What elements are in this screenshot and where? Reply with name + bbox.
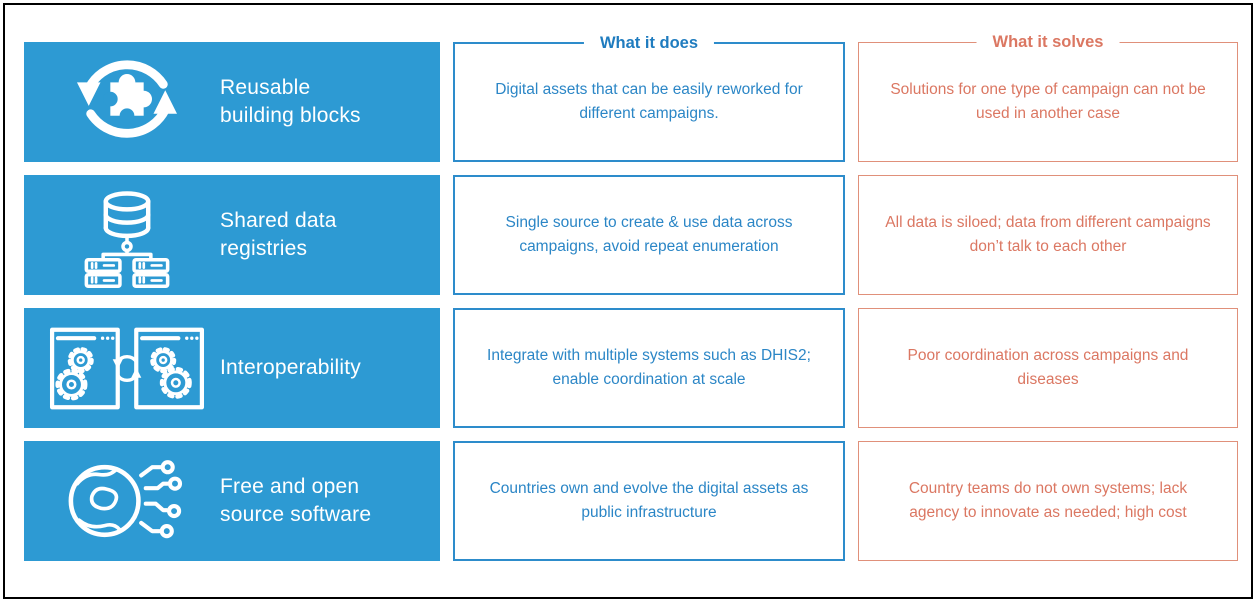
reuse-puzzle-icon [24, 51, 220, 153]
feature-label: Free and open source software [220, 473, 371, 528]
feature-label-line2: source software [220, 503, 372, 526]
solves-text: Solutions for one type of campaign can n… [890, 80, 1206, 122]
interoperability-icon [24, 318, 220, 419]
solves-card-row2: All data is siloed; data from different … [858, 175, 1238, 295]
does-text: Digital assets that can be easily rework… [495, 80, 803, 122]
does-card-row3: Integrate with multiple systems such as … [453, 308, 845, 428]
does-text: Integrate with multiple systems such as … [487, 346, 811, 388]
does-text: Single source to create & use data acros… [505, 213, 793, 255]
shared-data-registries-icon [24, 182, 220, 288]
feature-card-free-open-source: Free and open source software [24, 441, 440, 561]
feature-label-line1: Interoperability [220, 356, 361, 380]
solves-text: Country teams do not own systems; lack a… [908, 479, 1188, 521]
solves-card-row3: Poor coordination across campaigns and d… [858, 308, 1238, 428]
feature-label: Shared data registries [220, 207, 337, 262]
does-card-row1: What it does Digital assets that can be … [453, 32, 845, 162]
feature-card-reusable-building-blocks: Reusable building blocks [24, 42, 440, 162]
does-card-row2: Single source to create & use data acros… [453, 175, 845, 295]
does-card-row4: Countries own and evolve the digital ass… [453, 441, 845, 561]
feature-label-line1: Free and open [220, 475, 360, 499]
feature-label-line2: building blocks [220, 104, 361, 127]
feature-label-line2: registries [220, 237, 308, 260]
column-header-what-it-does: What it does [583, 32, 715, 54]
feature-grid: Reusable building blocks What it does Di… [24, 31, 1238, 561]
does-text: Countries own and evolve the digital ass… [489, 479, 809, 521]
open-source-globe-icon [24, 446, 220, 556]
feature-card-shared-data-registries: Shared data registries [24, 175, 440, 295]
solves-text: Poor coordination across campaigns and d… [907, 346, 1189, 388]
column-header-what-it-solves: What it solves [976, 31, 1120, 53]
solves-card-row4: Country teams do not own systems; lack a… [858, 441, 1238, 561]
feature-card-interoperability: Interoperability [24, 308, 440, 428]
feature-label-line1: Shared data [220, 209, 337, 233]
feature-label: Interoperability [220, 354, 361, 382]
feature-label: Reusable building blocks [220, 74, 361, 129]
solves-card-row1: What it solves Solutions for one type of… [858, 31, 1238, 162]
feature-label-line1: Reusable [220, 76, 311, 100]
solves-text: All data is siloed; data from different … [885, 213, 1211, 255]
